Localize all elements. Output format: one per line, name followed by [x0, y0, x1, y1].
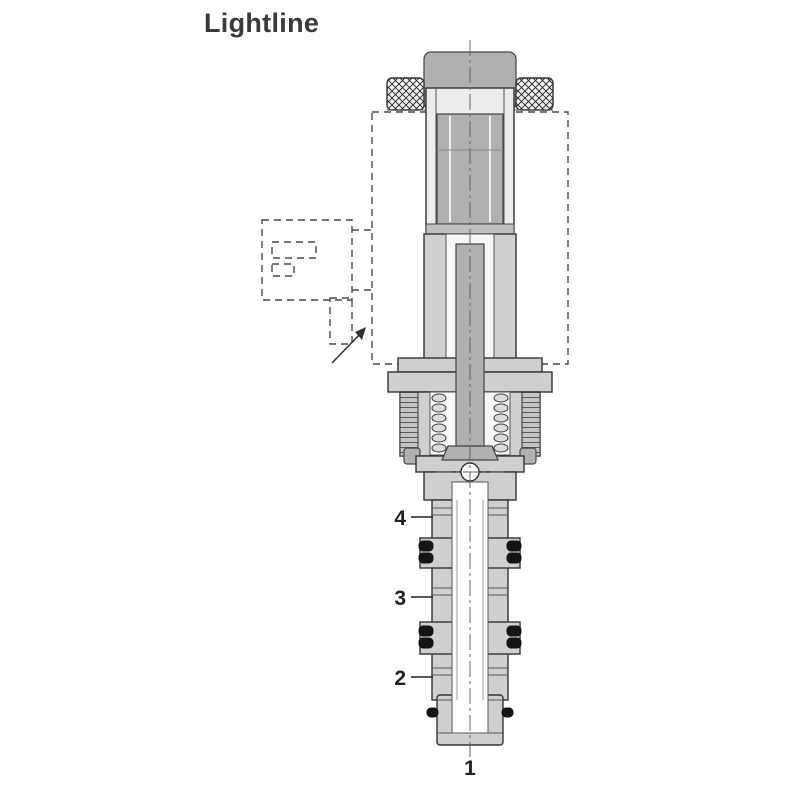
thread-left	[399, 391, 419, 457]
o-ring	[418, 552, 434, 564]
o-ring	[506, 552, 522, 564]
o-ring	[418, 637, 434, 649]
nut-ear-left	[386, 77, 425, 111]
o-ring	[501, 707, 514, 718]
port-label-4: 4	[394, 507, 406, 530]
o-ring	[506, 637, 522, 649]
o-ring	[506, 540, 522, 552]
o-rings	[418, 540, 522, 718]
o-ring	[418, 625, 434, 637]
page-title: Lightline	[204, 8, 320, 38]
port-annotations: 4 3 2 1	[394, 507, 476, 780]
o-ring	[506, 625, 522, 637]
o-ring	[418, 540, 434, 552]
connector-dashed	[261, 219, 372, 345]
port-label-1: 1	[464, 757, 476, 780]
thread-right	[521, 391, 541, 457]
nut-ear-right	[515, 77, 554, 111]
port-label-3: 3	[394, 587, 406, 610]
centerlines	[436, 40, 504, 757]
o-ring	[426, 707, 439, 718]
manual-override-arrow	[331, 327, 366, 364]
port-label-2: 2	[394, 667, 406, 690]
spring	[431, 393, 509, 453]
